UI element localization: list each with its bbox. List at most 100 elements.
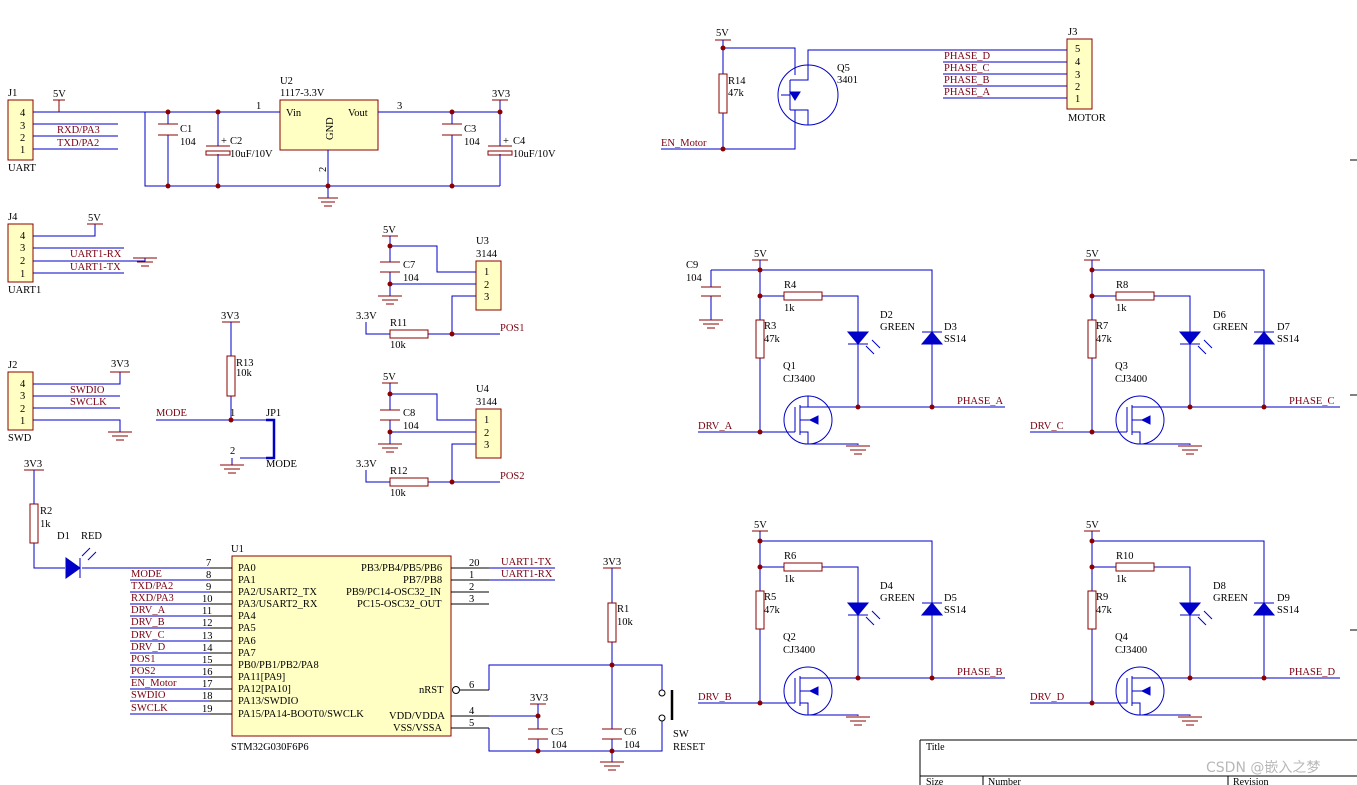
u1-pa3: PA3/USART2_RX — [238, 599, 318, 610]
r14-resistor — [718, 73, 728, 114]
q3-value: CJ3400 — [1115, 374, 1147, 385]
net-swdio-j2: SWDIO — [70, 385, 105, 396]
mcu-section: 3V3 R2 1k D1 RED U1 STM32G030F6P6 7 8 9 … — [24, 459, 706, 771]
sheet-frame: Title Size Number Revision CSDN @嵌入之梦 — [919, 159, 1357, 785]
net-mode-jp1: MODE — [156, 408, 187, 419]
u1-vdd: VDD/VDDA — [389, 711, 445, 722]
hall-sensor-u4-section: 5V C8 104 U4 3144 1 2 3 3.3V R12 10k POS… — [356, 372, 525, 499]
net-en-motor: EN_Motor — [661, 138, 707, 149]
u1-pa15: PA15/PA14-BOOT0/SWCLK — [238, 709, 364, 720]
j3-name: MOTOR — [1068, 113, 1106, 124]
u1-pa5: PA5 — [238, 623, 256, 634]
title-block-title: Title — [926, 742, 945, 753]
j2-3v3-label: 3V3 — [111, 359, 129, 370]
j1-pin4: 4 — [20, 108, 26, 119]
d9-value: SS14 — [1277, 605, 1300, 616]
d7-value: SS14 — [1277, 334, 1300, 345]
net-swclk-u1: SWCLK — [131, 703, 168, 714]
r1-designator: R1 — [617, 604, 629, 615]
c4-plus: + — [503, 136, 509, 147]
net-mode-u1: MODE — [131, 569, 162, 580]
r10-designator: R10 — [1116, 551, 1134, 562]
r4-value: 1k — [784, 303, 795, 314]
u1-pin13: 13 — [202, 631, 213, 642]
net-drv-b-u1: DRV_B — [131, 617, 165, 628]
c5-value: 104 — [551, 740, 568, 751]
c1-designator: C1 — [180, 124, 192, 135]
net-drv-c: DRV_C — [1030, 421, 1064, 432]
q5-5v-label: 5V — [716, 28, 729, 39]
u1-pa4: PA4 — [238, 611, 256, 622]
d1-value: RED — [81, 531, 102, 542]
d9-diode — [1252, 602, 1276, 616]
u1-pb3: PB3/PB4/PB5/PB6 — [361, 563, 442, 574]
d3-value: SS14 — [944, 334, 967, 345]
u4-designator: U4 — [476, 384, 490, 395]
r14-designator: R14 — [728, 76, 746, 87]
r12-resistor — [389, 477, 429, 487]
c4-designator: C4 — [513, 136, 526, 147]
u1-pin20: 20 — [469, 558, 480, 569]
net-phase-a: PHASE_A — [957, 396, 1004, 407]
r12-supply-label: 3.3V — [356, 459, 377, 470]
u1-pin4: 4 — [469, 706, 475, 717]
net-drv-b: DRV_B — [698, 692, 732, 703]
u4-5v-label: 5V — [383, 372, 396, 383]
j3-pin5: 5 — [1075, 44, 1080, 55]
u1-pin14: 14 — [202, 643, 213, 654]
power-regulator-section: J1 4 3 2 1 UART 5V RXD/PA3 TXD/PA2 C1 10… — [7, 76, 556, 207]
u1-pin3: 3 — [469, 594, 474, 605]
jp1-pin1: 1 — [230, 408, 235, 419]
j4-5v-label: 5V — [88, 213, 101, 224]
d2-designator: D2 — [880, 310, 893, 321]
u1-value: STM32G030F6P6 — [231, 742, 309, 753]
u2-pin2: 2 — [318, 167, 329, 172]
d5-diode — [920, 602, 944, 616]
net-phase-b-j3: PHASE_B — [944, 75, 990, 86]
u2-pin3: 3 — [397, 101, 402, 112]
net-phase-d-j3: PHASE_D — [944, 51, 991, 62]
u1-vss: VSS/VSSA — [393, 723, 442, 734]
j4-pin3: 3 — [20, 243, 25, 254]
q4-value: CJ3400 — [1115, 645, 1147, 656]
u3-pin1: 1 — [484, 267, 489, 278]
u1-mcu — [231, 555, 452, 737]
j4-pin4: 4 — [20, 231, 26, 242]
j2-pin1: 1 — [20, 416, 25, 427]
u4-hall-sensor — [475, 408, 502, 459]
r14-value: 47k — [728, 88, 745, 99]
d5-value: SS14 — [944, 605, 967, 616]
uart1-connector-section: J4 4 3 2 1 UART1 5V UART1-RX UART1-TX — [7, 212, 157, 296]
j3-pin4: 4 — [1075, 57, 1081, 68]
r2-supply-label: 3V3 — [24, 459, 42, 470]
motor-enable-section: 5V R14 47k EN_Motor Q5 3401 PHASE_D PHAS… — [661, 27, 1106, 152]
net-drv-a-u1: DRV_A — [131, 605, 166, 616]
u4-pin3: 3 — [484, 440, 489, 451]
u2-regulator — [279, 99, 379, 151]
u1-pin15: 15 — [202, 655, 213, 666]
title-block-size: Size — [926, 777, 944, 785]
driver-phase-b: 5V R5 47k R6 1k D4 GREEN D5 SS14 Q2 CJ34… — [698, 520, 1005, 726]
u1-pin12: 12 — [202, 618, 213, 629]
d9-designator: D9 — [1277, 593, 1290, 604]
c7-designator: C7 — [403, 260, 415, 271]
j3-pin1: 1 — [1075, 94, 1080, 105]
r7-value: 47k — [1096, 334, 1113, 345]
r3-value: 47k — [764, 334, 781, 345]
d7-designator: D7 — [1277, 322, 1290, 333]
u1-pin7: 7 — [206, 558, 211, 569]
d6-led — [1178, 331, 1202, 345]
c2-value: 10uF/10V — [230, 149, 273, 160]
c6-value: 104 — [624, 740, 641, 751]
u1-pin17: 17 — [202, 679, 213, 690]
d8-value: GREEN — [1213, 593, 1248, 604]
sw-designator: SW — [673, 729, 689, 740]
net-rxd-pa3-j1: RXD/PA3 — [57, 125, 100, 136]
c8-value: 104 — [403, 421, 420, 432]
u3-5v-label: 5V — [383, 225, 396, 236]
driver-phase-c: 5V R7 47k R8 1k D6 GREEN D7 SS14 Q3 CJ34… — [1030, 249, 1340, 455]
d3-diode — [920, 331, 944, 345]
d6-designator: D6 — [1213, 310, 1226, 321]
net-uart1-rx-u1: UART1-RX — [501, 569, 553, 580]
u1-designator: U1 — [231, 544, 244, 555]
